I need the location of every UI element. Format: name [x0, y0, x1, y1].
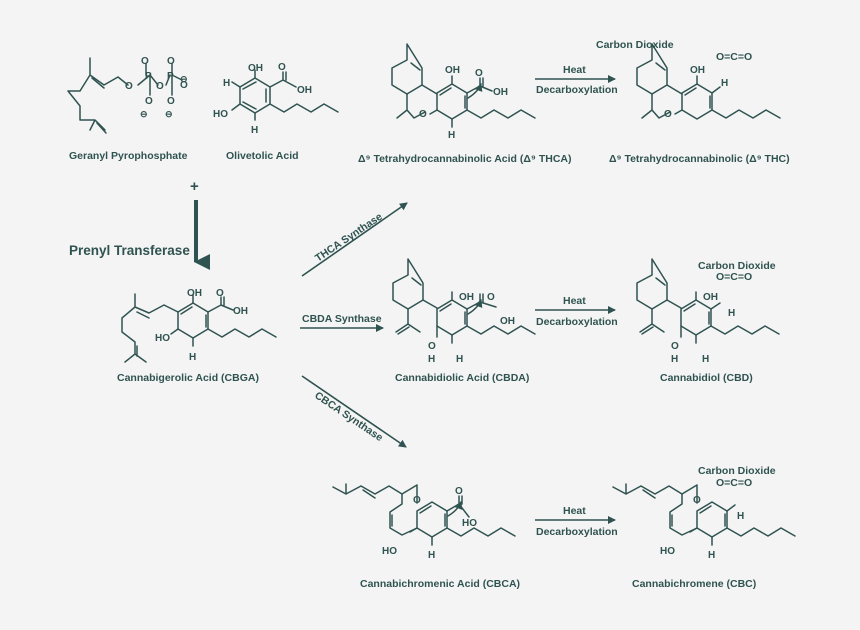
cbda-oh-acid: OH: [500, 316, 515, 327]
plus-sign: +: [190, 178, 199, 195]
thca-o-ring: O: [419, 109, 427, 120]
cbd-o-bottom: O: [671, 341, 679, 352]
cbc-co2-formula: O=C=O: [716, 477, 752, 489]
gpp-atom-o4: O: [156, 81, 164, 92]
cbd-oh-top: OH: [703, 292, 718, 303]
label-cbca: Cannabichromenic Acid (CBCA): [360, 578, 520, 590]
cbca-synthase-arrow: [301, 375, 407, 448]
gpp-charge-2: ⊖: [165, 109, 173, 119]
cbda-synthase-label: CBDA Synthase: [302, 313, 382, 325]
gpp-atom-p2: P: [167, 71, 174, 82]
molecule-geranyl-pyrophosphate: O P O O O P O O O ⊖ ⊖ ⊖ Geranyl Pyrophos…: [67, 56, 188, 162]
heat-label-cbd: Heat: [563, 295, 586, 307]
cbca-ho-acid: HO: [462, 518, 477, 529]
cbd-h-bottom: H: [702, 354, 709, 365]
thca-oh-acid: OH: [493, 87, 508, 98]
cbca-h-bottom: H: [428, 550, 435, 561]
label-cbd: Cannabidiol (CBD): [660, 372, 753, 384]
cbc-o-ring: O: [693, 495, 701, 506]
cbd-h-o: H: [671, 354, 678, 365]
cbda-o-carbonyl: O: [487, 292, 495, 303]
decarboxylation-step-thc: Heat Decarboxylation: [535, 64, 618, 96]
gpp-charge-1: ⊖: [140, 109, 148, 119]
thc-co2-label: Carbon Dioxide: [596, 39, 674, 51]
thca-synthase-label: THCA Synthase: [313, 211, 385, 265]
thc-o-ring: O: [664, 109, 672, 120]
gpp-atom-o6: O: [167, 96, 175, 107]
heat-label-thc: Heat: [563, 64, 586, 76]
decarboxylation-step-cbd: Heat Decarboxylation: [535, 295, 618, 328]
cbca-o-carbonyl: O: [455, 486, 463, 497]
molecule-thca: OH O OH O H Δ⁹ Tetrahydrocannabinolic Ac…: [358, 43, 572, 165]
cbd-co2-label: Carbon Dioxide: [698, 260, 776, 272]
thca-h-bottom: H: [448, 130, 455, 141]
molecule-thc: OH H O Carbon Dioxide O=C=O Δ⁹ Tetrahydr…: [596, 39, 790, 165]
cbca-o-ring: O: [413, 495, 421, 506]
cbga-o-carbonyl: O: [216, 288, 224, 299]
olivetolic-h-left: H: [223, 78, 230, 89]
gpp-atom-o1: O: [125, 81, 133, 92]
thc-h-right: H: [721, 78, 728, 89]
thca-o-carbonyl: O: [475, 68, 483, 79]
decarboxylation-label-thc: Decarboxylation: [536, 84, 618, 96]
decarboxylation-label-cbc: Decarboxylation: [536, 526, 618, 538]
label-geranyl-pyrophosphate: Geranyl Pyrophosphate: [69, 150, 188, 162]
cbga-oh-top: OH: [187, 288, 202, 299]
olivetolic-h-bottom: H: [251, 125, 258, 136]
cbda-oh-top: OH: [459, 292, 474, 303]
gpp-atom-o5: O: [167, 56, 175, 67]
olivetolic-o-carbonyl: O: [278, 62, 286, 73]
cbga-oh-acid: OH: [233, 306, 248, 317]
gpp-atom-p1: P: [145, 71, 152, 82]
prenyl-transferase-label: Prenyl Transferase: [69, 243, 190, 258]
molecule-olivetolic-acid: OH O OH H HO H Olivetolic Acid: [213, 62, 339, 162]
gpp-atom-o3: O: [145, 96, 153, 107]
heat-label-cbc: Heat: [563, 505, 586, 517]
thc-oh-top: OH: [690, 65, 705, 76]
molecule-cbc: O H HO H Carbon Dioxide O=C=O Cannabichr…: [612, 465, 796, 590]
gpp-atom-o2: O: [141, 56, 149, 67]
olivetolic-oh-acid: OH: [297, 85, 312, 96]
cbca-ho: HO: [382, 546, 397, 557]
gpp-charge-3: ⊖: [180, 74, 188, 84]
label-thca: Δ⁹ Tetrahydrocannabinolic Acid (Δ⁹ THCA): [358, 153, 572, 165]
thca-synthase-arrow: [301, 202, 408, 277]
molecule-cbga: OH O OH HO H Cannabigerolic Acid (CBGA): [117, 288, 277, 384]
cbc-h-right: H: [737, 511, 744, 522]
cbc-ho: HO: [660, 546, 675, 557]
cbda-h-o: H: [428, 354, 435, 365]
label-thc: Δ⁹ Tetrahydrocannabinolic (Δ⁹ THC): [609, 153, 790, 165]
decarboxylation-label-cbd: Decarboxylation: [536, 316, 618, 328]
olivetolic-ho: HO: [213, 109, 228, 120]
cbga-ho: HO: [155, 333, 170, 344]
gpp-atom-o7: O: [180, 80, 188, 91]
cbga-h-bottom: H: [189, 352, 196, 363]
cbc-h-bottom: H: [708, 550, 715, 561]
cbda-o-bottom: O: [428, 341, 436, 352]
decarboxylation-step-cbc: Heat Decarboxylation: [535, 505, 618, 538]
label-cbc: Cannabichromene (CBC): [632, 578, 756, 590]
molecule-cbda: OH O OH O H H Cannabidiolic Acid (CBDA): [392, 258, 536, 384]
label-cbga: Cannabigerolic Acid (CBGA): [117, 372, 259, 384]
cbd-co2-formula: O=C=O: [716, 271, 752, 283]
label-olivetolic-acid: Olivetolic Acid: [226, 150, 299, 162]
cbda-h-bottom: H: [456, 354, 463, 365]
molecule-cbca: O O HO HO H Cannabichromenic Acid (CBCA): [332, 483, 520, 590]
olivetolic-oh-top: OH: [248, 63, 263, 74]
thc-co2-formula: O=C=O: [716, 51, 752, 63]
cbca-synthase-label: CBCA Synthase: [312, 390, 385, 445]
thca-oh-top: OH: [445, 65, 460, 76]
molecule-cbd: OH H O H H Carbon Dioxide O=C=O Cannabid…: [636, 258, 780, 384]
label-cbda: Cannabidiolic Acid (CBDA): [395, 372, 529, 384]
cbc-co2-label: Carbon Dioxide: [698, 465, 776, 477]
cbd-h-right: H: [728, 308, 735, 319]
